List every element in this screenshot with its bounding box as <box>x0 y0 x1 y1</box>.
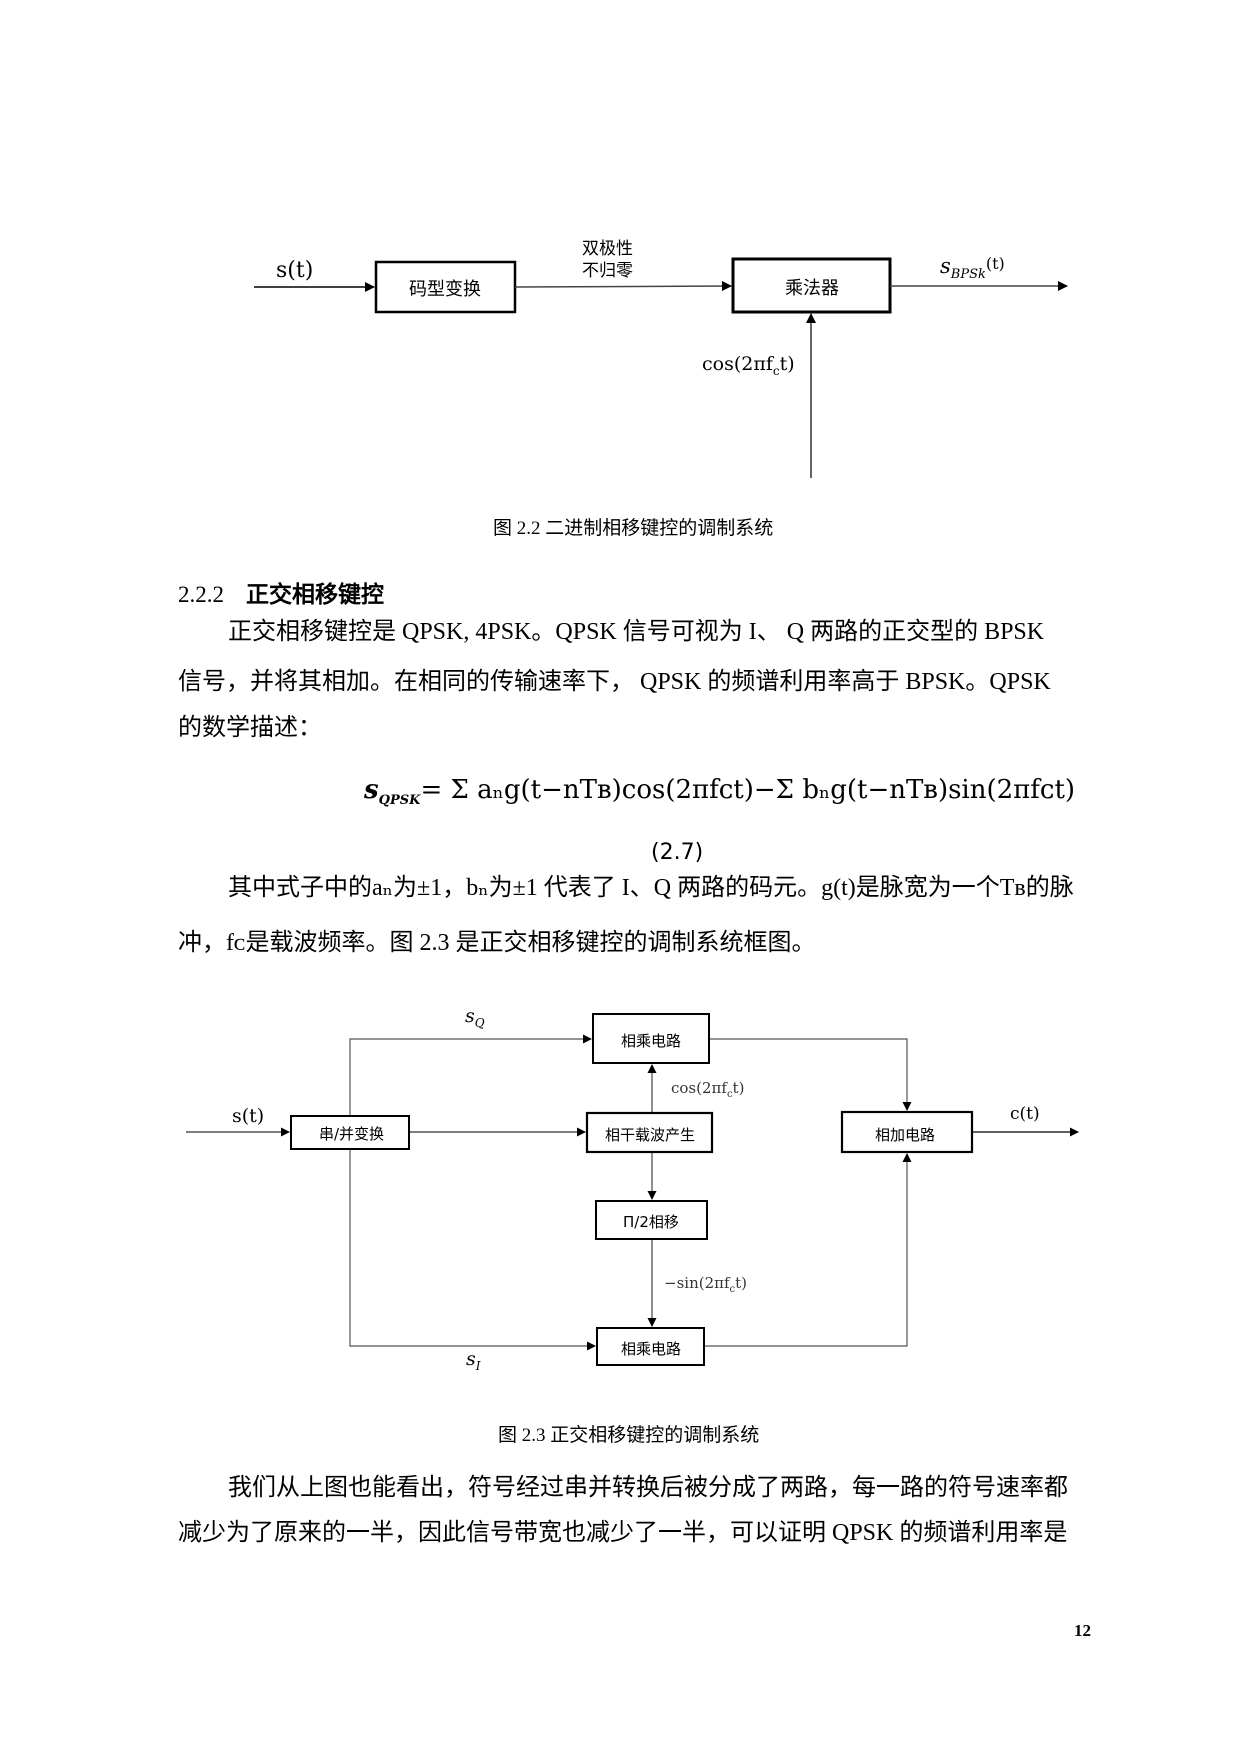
equation-2-7: sQPSK= Σ aₙg(t−nTʙ)cos(2πfᴄt)−Σ bₙg(t−nT… <box>364 775 1075 808</box>
para1-line1: 正交相移键控是 QPSK, 4PSK。QPSK 信号可视为 I、 Q 两路的正交… <box>228 619 1045 645</box>
para1-line2: 信号，并将其相加。在相同的传输速率下， QPSK 的频谱利用率高于 BPSK。Q… <box>178 669 1051 695</box>
fig23-cos-label: cos(2πfct) <box>671 1079 744 1100</box>
sin-tail: t) <box>735 1274 748 1292</box>
bottom-multiplier-box <box>596 1327 705 1366</box>
page-number: 12 <box>1074 1621 1091 1640</box>
fig23-bottom-mult-label: 相乘电路 <box>621 1340 682 1358</box>
fig23-sin-label: −sin(2πfct) <box>664 1274 747 1295</box>
fig23-sp-label: 串/并变换 <box>319 1125 385 1143</box>
fig23-input-label: s(t) <box>232 1105 265 1127</box>
fig22-carrier-label: cos(2πfct) <box>702 353 795 378</box>
output-symbol: s <box>940 254 951 278</box>
sp-convert-box <box>290 1115 410 1150</box>
fig22-mid-label-1: 双极性 <box>582 239 633 259</box>
fig22-mid-label-2: 不归零 <box>582 261 633 281</box>
para1-line3: 的数学描述： <box>178 715 322 741</box>
fig23-sq-label: sQ <box>465 1005 485 1030</box>
cos-tail: t) <box>732 1079 745 1097</box>
fig23-phase-label: Π/2相移 <box>623 1213 679 1231</box>
si-sub: I <box>475 1358 481 1373</box>
carrier-text: cos(2πf <box>702 353 773 375</box>
output-tail: (t) <box>985 254 1005 273</box>
adder-box <box>840 1110 974 1154</box>
equation-number: (2.7) <box>651 840 704 865</box>
carrier-gen-box <box>585 1111 714 1154</box>
phase-shift-box <box>595 1200 708 1240</box>
fig22-box1-label: 码型变换 <box>409 279 481 300</box>
fig22-input-label: s(t) <box>276 258 314 283</box>
cos-sub: c <box>726 1089 733 1100</box>
fig22-box2-label: 乘法器 <box>785 278 839 299</box>
eq-lhs: s <box>364 775 379 805</box>
carrier-tail: t) <box>779 353 795 375</box>
para3-line1: 我们从上图也能看出，符号经过串并转换后被分成了两路，每一路的符号速率都 <box>228 1475 1068 1501</box>
figure-2-3-diagram <box>186 1013 1079 1366</box>
section-title: 正交相移键控 <box>246 582 384 608</box>
figure-2-3-caption: 图 2.3 正交相移键控的调制系统 <box>498 1425 760 1446</box>
para3-line2: 减少为了原来的一半，因此信号带宽也减少了一半，可以证明 QPSK 的频谱利用率是 <box>178 1520 1068 1546</box>
section-number: 2.2.2 <box>178 582 224 607</box>
fig23-si-label: sI <box>466 1348 481 1373</box>
eq-lhs-sub: QPSK <box>378 793 421 809</box>
cos-text: cos(2πf <box>671 1079 727 1097</box>
sq-sub: Q <box>474 1015 485 1030</box>
figure-2-2-caption: 图 2.2 二进制相移键控的调制系统 <box>493 518 774 539</box>
fig23-top-mult-label: 相乘电路 <box>621 1032 682 1050</box>
section-heading: 2.2.2 正交相移键控 <box>178 575 384 609</box>
top-multiplier-box <box>592 1013 710 1064</box>
nrz-arrow <box>514 281 732 292</box>
sin-text: −sin(2πf <box>664 1274 730 1292</box>
sin-sub: c <box>729 1284 736 1295</box>
fig22-output-label: sBPSk(t) <box>940 254 1005 282</box>
sq-symbol: s <box>465 1005 475 1027</box>
para2-line2: 冲，fᴄ是载波频率。图 2.3 是正交相移键控的调制系统框图。 <box>178 930 816 956</box>
fig23-output-label: c(t) <box>1010 1104 1040 1124</box>
eq-body: = Σ aₙg(t−nTʙ)cos(2πfᴄt)−Σ bₙg(t−nTʙ)sin… <box>420 775 1076 805</box>
fig23-carrier-label: 相干载波产生 <box>605 1126 696 1144</box>
si-symbol: s <box>466 1348 476 1370</box>
carrier-sub: c <box>772 363 780 378</box>
fig23-adder-label: 相加电路 <box>875 1126 936 1144</box>
para2-line1: 其中式子中的aₙ为±1，bₙ为±1 代表了 I、Q 两路的码元。g(t)是脉宽为… <box>228 875 1074 901</box>
figure-2-2-diagram <box>254 257 1068 478</box>
output-subscript: BPSk <box>950 267 986 283</box>
